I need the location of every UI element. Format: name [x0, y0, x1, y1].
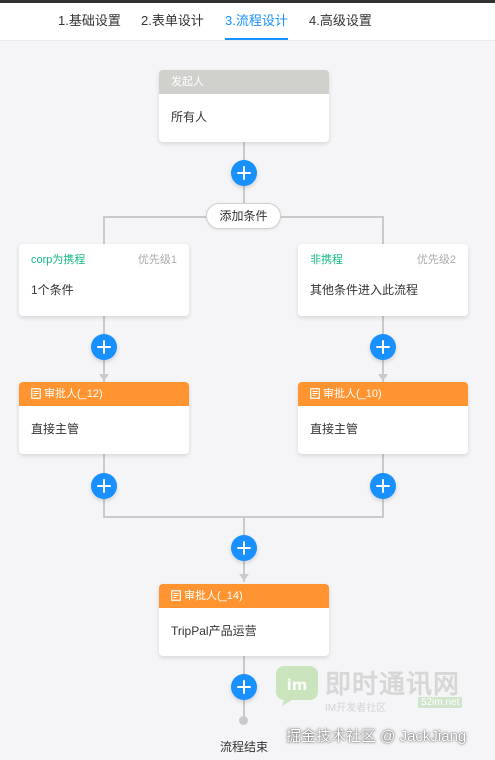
condition-title: corp为携程	[31, 254, 86, 266]
watermark-logo: im	[274, 664, 320, 711]
connector-right-top	[382, 216, 384, 244]
condition-node-1[interactable]: corp为携程 优先级1 1个条件	[19, 244, 189, 316]
approver-node-title: 审批人(_14)	[159, 584, 329, 608]
plus-icon	[376, 479, 390, 493]
flow-end-label: 流程结束	[220, 740, 269, 754]
arrow-down-icon	[239, 574, 249, 581]
add-condition-button[interactable]: 添加条件	[206, 203, 281, 229]
approver-title-text: 审批人(_12)	[44, 388, 103, 400]
window-top-bar	[0, 0, 495, 3]
plus-icon	[97, 340, 111, 354]
approver-node-body: 直接主管	[310, 422, 359, 436]
add-node-button[interactable]	[370, 473, 396, 499]
flow-end-dot	[239, 716, 248, 725]
plus-icon	[376, 340, 390, 354]
plus-icon	[237, 680, 251, 694]
approver-node-body: TripPal产品运营	[171, 624, 257, 638]
initiator-node-body: 所有人	[171, 110, 208, 124]
arrow-down-icon	[99, 374, 109, 381]
plus-icon	[237, 166, 251, 180]
arrow-down-icon	[378, 374, 388, 381]
initiator-node-title: 发起人	[159, 70, 329, 94]
watermark-logo-icon: im	[276, 666, 318, 706]
approver-doc-icon	[31, 387, 41, 399]
initiator-node[interactable]: 发起人 所有人	[159, 70, 329, 142]
condition-priority: 优先级2	[416, 254, 456, 266]
condition-title: 非携程	[310, 254, 343, 266]
condition-body: 1个条件	[31, 283, 74, 297]
add-node-button[interactable]	[91, 473, 117, 499]
condition-node-2[interactable]: 非携程 优先级2 其他条件进入此流程	[298, 244, 468, 316]
approver-title-text: 审批人(_10)	[323, 388, 382, 400]
watermark-credit: 掘金技术社区 @ JackJiang	[286, 728, 467, 745]
condition-body: 其他条件进入此流程	[310, 283, 419, 297]
tab-form-design[interactable]: 2.表单设计	[141, 13, 204, 28]
tab-basic-settings[interactable]: 1.基础设置	[58, 13, 121, 28]
approver-node-12[interactable]: 审批人(_12) 直接主管	[19, 382, 189, 454]
add-node-button[interactable]	[91, 334, 117, 360]
step-tab-bar: 1.基础设置 2.表单设计 3.流程设计 4.高级设置	[0, 3, 495, 41]
approver-node-14[interactable]: 审批人(_14) TripPal产品运营	[159, 584, 329, 656]
tab-advanced-settings[interactable]: 4.高级设置	[309, 13, 372, 28]
approver-title-text: 审批人(_14)	[184, 590, 243, 602]
watermark-subtext: IM开发者社区	[325, 703, 387, 714]
add-node-button[interactable]	[231, 674, 257, 700]
watermark-badge: 52im.net	[418, 697, 463, 708]
watermark-text: 即时通讯网	[325, 669, 461, 699]
approver-node-body: 直接主管	[31, 422, 80, 436]
approver-node-title: 审批人(_10)	[298, 382, 468, 406]
plus-icon	[237, 541, 251, 555]
svg-text:im: im	[287, 676, 308, 694]
add-node-button[interactable]	[231, 160, 257, 186]
approver-node-10[interactable]: 审批人(_10) 直接主管	[298, 382, 468, 454]
tab-flow-design[interactable]: 3.流程设计	[225, 3, 288, 40]
plus-icon	[97, 479, 111, 493]
approver-doc-icon	[310, 387, 320, 399]
approver-node-title: 审批人(_12)	[19, 382, 189, 406]
condition-priority: 优先级1	[137, 254, 177, 266]
add-node-button[interactable]	[370, 334, 396, 360]
connector-left-top	[103, 216, 105, 244]
add-node-button[interactable]	[231, 535, 257, 561]
approver-doc-icon	[171, 589, 181, 601]
